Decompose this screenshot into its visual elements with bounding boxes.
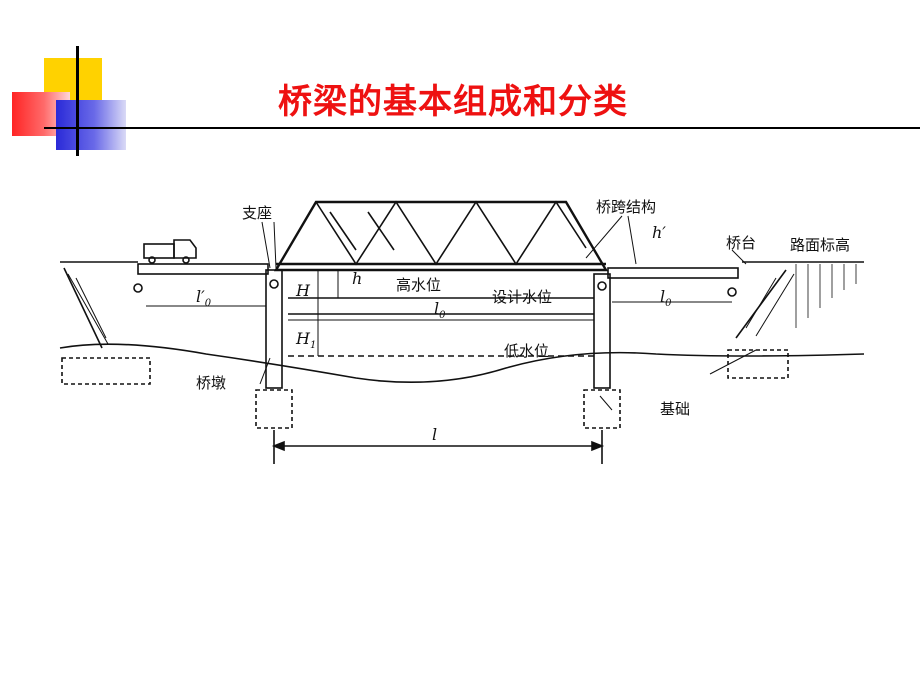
left-abutment-foundation xyxy=(61,357,151,385)
symbol-H1: H1 xyxy=(295,329,316,351)
symbol-l0-right: l0 xyxy=(660,287,672,309)
right-abutment-foundation xyxy=(727,349,789,379)
decor-blue-square xyxy=(56,100,126,150)
superstructure-label: 桥跨结构 xyxy=(596,198,656,216)
left-approach-deck xyxy=(137,263,269,275)
design-water-label: 设计水位 xyxy=(492,288,552,306)
abutment-label: 桥台 xyxy=(726,234,756,252)
bearing-right xyxy=(597,281,607,291)
pier-label: 桥墩 xyxy=(196,374,226,392)
truck-icon xyxy=(143,239,197,264)
truss-superstructure xyxy=(273,200,609,272)
bearing-left xyxy=(269,279,279,289)
symbol-l: l xyxy=(432,425,437,444)
symbol-h: h xyxy=(352,269,362,288)
symbol-l0-prime: l′0 xyxy=(196,287,212,309)
low-water-label: 低水位 xyxy=(504,342,549,360)
left-pier xyxy=(255,269,293,429)
right-pier xyxy=(583,273,621,429)
right-approach-deck xyxy=(607,267,739,279)
embankment-right xyxy=(735,269,787,339)
decor-vertical-line xyxy=(76,46,79,156)
embankment-left xyxy=(63,267,103,349)
span-dimension xyxy=(273,430,603,464)
foundation-label: 基础 xyxy=(660,400,690,418)
symbol-h-prime: h′ xyxy=(652,223,666,242)
bridge-composition-diagram: 支座 桥跨结构 桥台 路面标高 桥墩 基础 高水位 设计水位 低水位 h h′ … xyxy=(59,198,865,464)
title-underline xyxy=(44,127,920,129)
high-water-label: 高水位 xyxy=(396,276,441,294)
symbol-l0: l0 xyxy=(434,299,446,321)
bearing-label: 支座 xyxy=(242,204,272,222)
road-elevation-label: 路面标高 xyxy=(790,236,850,254)
riverbed xyxy=(59,343,865,384)
slide-title: 桥梁的基本组成和分类 xyxy=(278,82,628,122)
symbol-H: H xyxy=(295,281,311,300)
